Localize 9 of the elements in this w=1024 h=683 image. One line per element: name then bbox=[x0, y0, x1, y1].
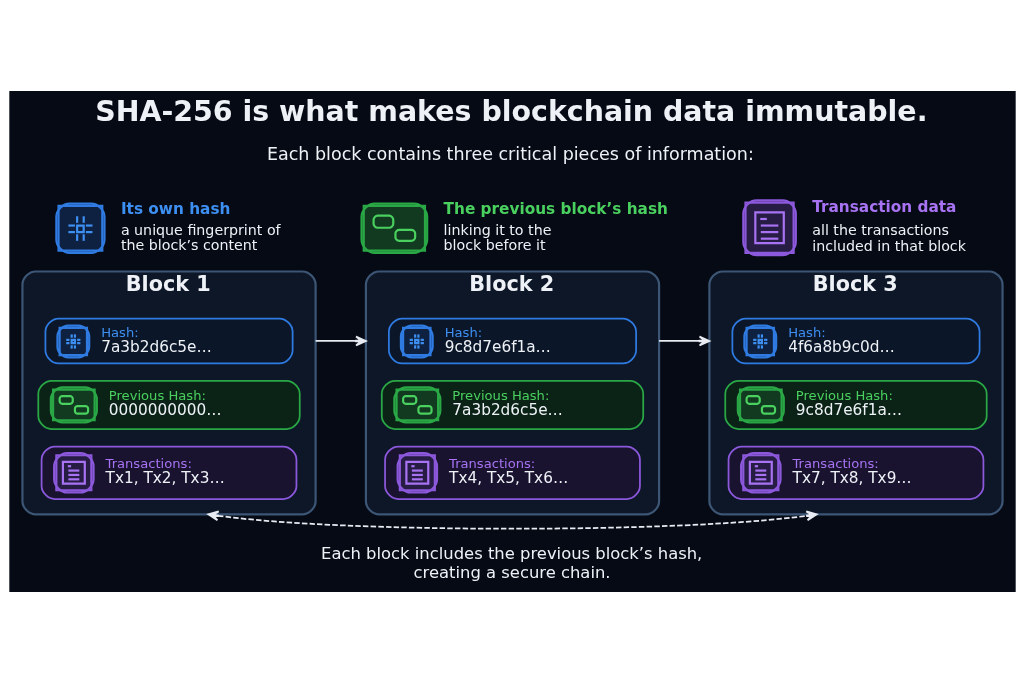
label: a unique fingerprint of the block’s content bbox=[120, 221, 281, 254]
label: all the transactions included in that block bbox=[811, 222, 966, 254]
label: Each block contains three critical pieces of information: bbox=[266, 143, 754, 164]
legend-label: Its own hash bbox=[120, 199, 230, 218]
diagram-title: SHA-256 is what makes blockchain data immutable. bbox=[94, 95, 927, 129]
legend-label: Transaction data bbox=[811, 197, 956, 216]
legend-label: The previous block’s hash bbox=[443, 199, 668, 218]
label: linking it to the block before it bbox=[443, 221, 551, 254]
label: Each block includes the previous block’s hash, creating a secure chain. bbox=[320, 544, 702, 582]
